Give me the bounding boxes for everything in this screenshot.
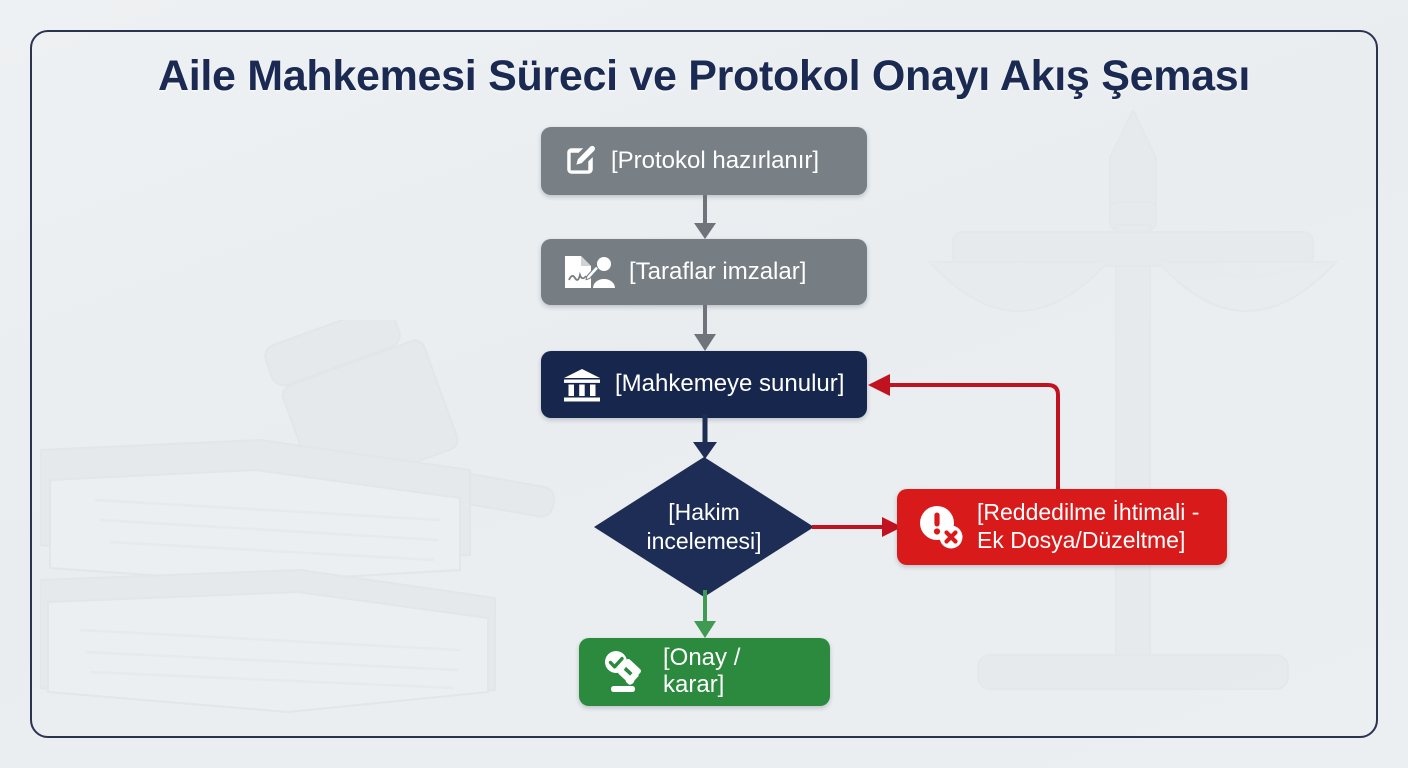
- arrow-prepare-to-sign: [694, 195, 716, 239]
- check-gavel-icon: [601, 651, 649, 693]
- page-title: Aile Mahkemesi Süreci ve Protokol Onayı …: [157, 52, 1251, 100]
- arrow-submit-to-decision: [693, 414, 717, 459]
- node-label: [Hakim incelemesi]: [646, 499, 762, 554]
- courthouse-icon: [563, 368, 601, 402]
- node-label: [Onay / karar]: [663, 644, 741, 698]
- arrow-reject-back-to-submit: [868, 374, 1060, 495]
- node-label: [Reddedilme İhtimali - Ek Dosya/Düzeltme…: [977, 499, 1200, 553]
- node-hakim-incelemesi[interactable]: [Hakim incelemesi]: [594, 457, 814, 597]
- signed-document-person-icon: [563, 254, 615, 290]
- node-mahkemeye-sunulur[interactable]: [Mahkemeye sunulur]: [541, 351, 867, 418]
- arrow-decision-to-approve: [694, 590, 716, 638]
- node-label: [Taraflar imzalar]: [629, 257, 807, 285]
- scales-of-justice-watermark: [927, 110, 1339, 690]
- node-label: [Mahkemeye sunulur]: [615, 370, 845, 398]
- pencil-square-icon: [563, 144, 597, 178]
- arrow-sign-to-submit: [694, 305, 716, 351]
- alert-error-icon: [915, 503, 965, 551]
- arrow-decision-to-reject: [812, 517, 902, 537]
- node-taraflar-imzalar[interactable]: [Taraflar imzalar]: [541, 239, 867, 305]
- node-reddedilme-ihtimali[interactable]: [Reddedilme İhtimali - Ek Dosya/Düzeltme…: [897, 489, 1227, 565]
- node-protokol-hazirlanir[interactable]: [Protokol hazırlanır]: [541, 127, 867, 195]
- node-onay-karar[interactable]: [Onay / karar]: [579, 638, 830, 706]
- node-label: [Protokol hazırlanır]: [611, 146, 820, 174]
- law-books-gavel-watermark: [40, 320, 556, 714]
